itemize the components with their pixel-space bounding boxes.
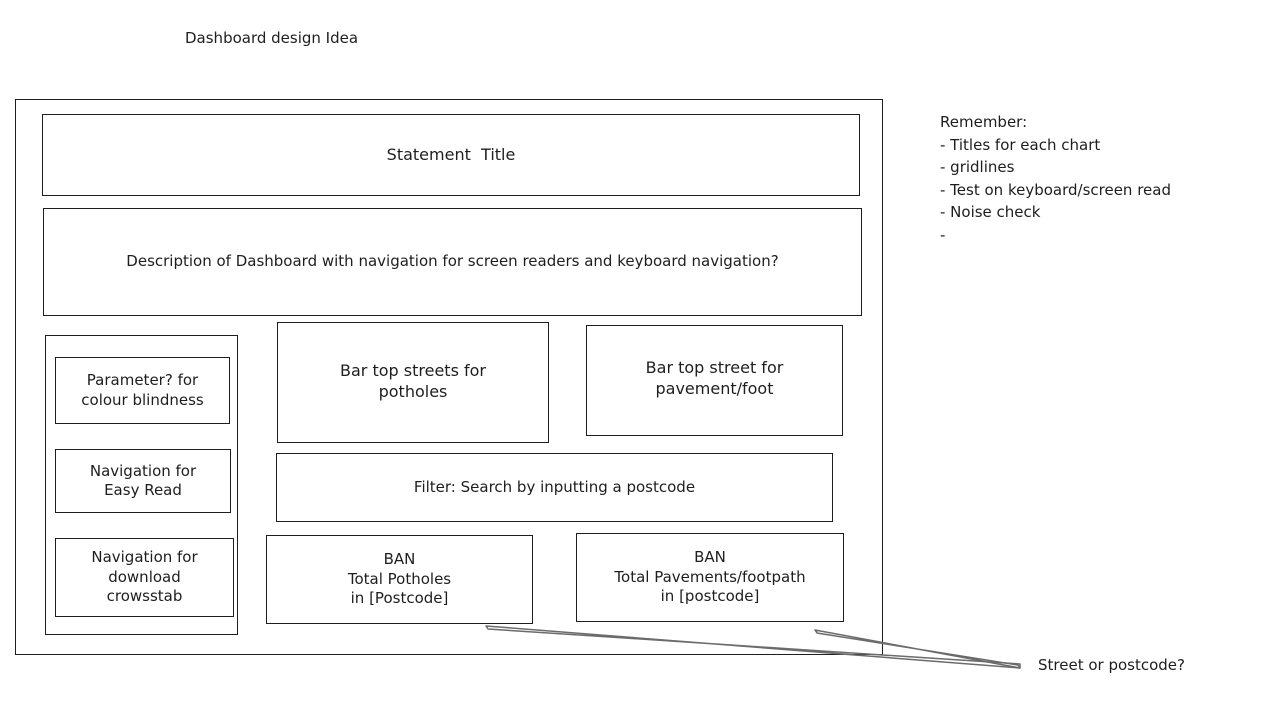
street-or-postcode-annotation: Street or postcode?: [1038, 656, 1185, 674]
ban-potholes-line-3: in [Postcode]: [350, 589, 449, 608]
download-line-2: download: [108, 567, 181, 586]
ban-potholes-line-2: Total Potholes: [347, 569, 452, 588]
remember-note: Remember: - Titles for each chart - grid…: [940, 111, 1171, 246]
ban-potholes-line-1: BAN: [383, 550, 416, 569]
remember-item: -: [940, 225, 946, 244]
ban-pavements-line-1: BAN: [694, 548, 726, 567]
download-line-3: crowsstab: [106, 587, 183, 606]
bar-potholes-box: Bar top streets for potholes: [277, 322, 549, 443]
parameter-line-2: colour blindness: [81, 390, 204, 409]
remember-item: - Titles for each chart: [940, 135, 1101, 154]
ban-pavements-box: BAN Total Pavements/footpath in [postcod…: [576, 533, 844, 622]
page-title: Dashboard design Idea: [185, 29, 359, 47]
remember-item: - Test on keyboard/screen read: [940, 180, 1171, 199]
postcode-filter-label: Filter: Search by inputting a postcode: [413, 477, 696, 496]
ban-pavements-line-3: in [postcode]: [660, 587, 760, 606]
bar-pavement-line-2: pavement/foot: [655, 378, 774, 398]
description-box: Description of Dashboard with navigation…: [43, 208, 862, 316]
remember-heading: Remember:: [940, 113, 1028, 131]
ban-pavements-line-2: Total Pavements/footpath: [614, 567, 806, 586]
bar-pavement-line-1: Bar top street for: [645, 358, 784, 377]
parameter-line-1: Parameter? for: [86, 371, 199, 389]
download-line-1: Navigation for: [91, 548, 198, 567]
statement-title-box: Statement Title: [42, 114, 860, 196]
remember-item: - gridlines: [940, 158, 1015, 176]
statement-title-label: Statement Title: [386, 144, 516, 164]
left-navigation-panel: [45, 335, 238, 635]
bar-potholes-line-1: Bar top streets for: [340, 361, 486, 380]
bar-potholes-line-2: potholes: [378, 381, 448, 401]
easy-read-line-2: Easy Read: [104, 481, 182, 499]
description-label: Description of Dashboard with navigation…: [126, 252, 779, 271]
ban-potholes-box: BAN Total Potholes in [Postcode]: [266, 535, 533, 624]
bar-pavement-box: Bar top street for pavement/foot: [586, 325, 843, 436]
postcode-filter-box: Filter: Search by inputting a postcode: [276, 453, 833, 522]
easy-read-navigation-box: Navigation for Easy Read: [55, 449, 231, 513]
download-crosstab-navigation-box: Navigation for download crowsstab: [55, 538, 234, 617]
dashboard-frame: [15, 99, 883, 655]
easy-read-line-1: Navigation for: [89, 461, 197, 480]
parameter-colour-blindness-box: Parameter? for colour blindness: [55, 357, 230, 424]
remember-item: - Noise check: [940, 203, 1041, 221]
